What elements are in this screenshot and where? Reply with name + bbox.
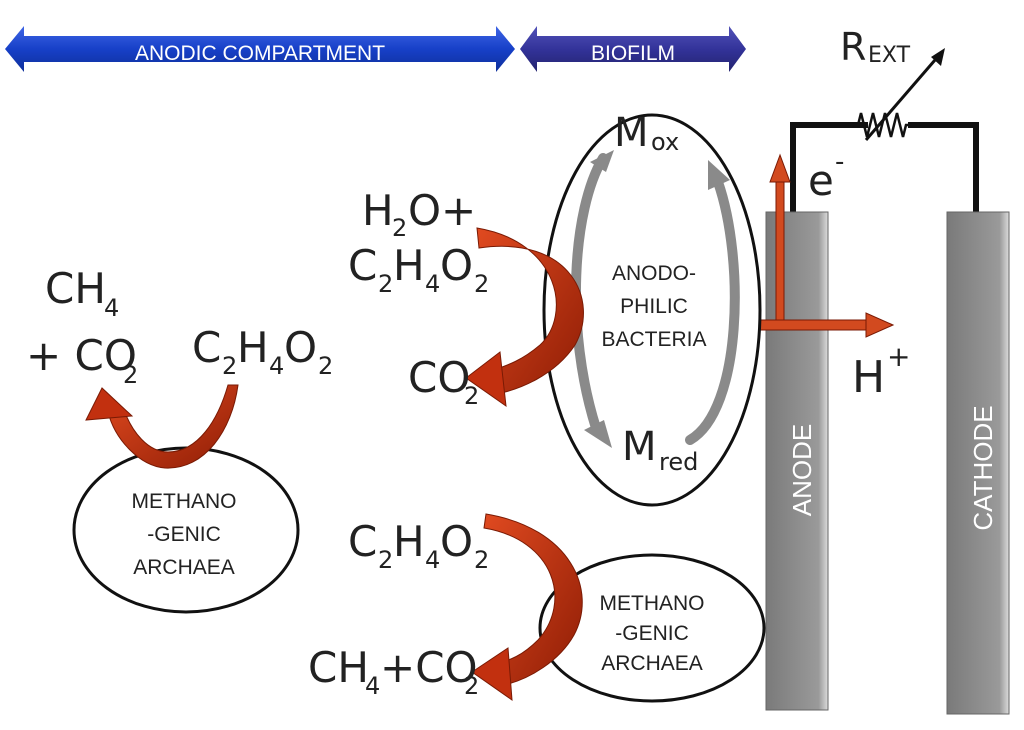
svg-text:C: C (192, 323, 221, 372)
methanogenic-archaea-label-left: METHANO -GENIC ARCHAEA (132, 490, 237, 579)
anode-electrode: ANODE (765, 211, 829, 711)
svg-text:ox: ox (651, 128, 679, 156)
mediator-reduction-arrowhead (584, 420, 612, 448)
svg-text:4: 4 (425, 546, 440, 574)
proton-label: H + (852, 340, 910, 403)
svg-text:2: 2 (123, 361, 138, 389)
svg-text:2: 2 (378, 270, 393, 298)
left-acetate-label: C 2 H 4 O 2 (192, 323, 333, 380)
methanogenic-archaea-label-right: METHANO -GENIC ARCHAEA (600, 592, 705, 675)
anodophilic-bacteria-label: ANODO- PHILIC BACTERIA (601, 262, 706, 351)
resistor-label: R EXT (840, 25, 911, 69)
anodic-compartment-banner: ANODIC COMPARTMENT (5, 26, 515, 72)
svg-text:M: M (614, 110, 649, 156)
svg-text:4: 4 (104, 294, 119, 322)
svg-text:ARCHAEA: ARCHAEA (133, 556, 235, 579)
svg-text:C: C (348, 517, 377, 566)
svg-text:H: H (393, 517, 425, 566)
water-plus-label: H 2 O+ (362, 186, 476, 242)
bottom-products-label: CH 4 +CO 2 (308, 643, 479, 700)
anode-label: ANODE (787, 424, 817, 516)
svg-text:+ CO: + CO (26, 331, 137, 380)
svg-text:METHANO: METHANO (132, 490, 237, 513)
svg-text:2: 2 (464, 382, 479, 410)
external-resistor (852, 48, 945, 141)
anodic-compartment-label: ANODIC COMPARTMENT (135, 42, 385, 65)
svg-text:2: 2 (474, 270, 489, 298)
methanogenic-archaea-cell-right (538, 553, 766, 703)
svg-text:BACTERIA: BACTERIA (601, 328, 706, 351)
left-co2-label: + CO 2 (26, 331, 138, 389)
svg-text:2: 2 (392, 214, 407, 242)
circuit-wire-anode (790, 122, 868, 212)
mid-co2-label: CO 2 (408, 353, 479, 410)
methanogenesis-red-arrowhead-left (85, 387, 134, 421)
mediator-oxidation-arrow (685, 177, 740, 445)
mediator-oxidized: M ox (614, 110, 679, 156)
svg-text:e: e (808, 156, 834, 205)
biofilm-banner: BIOFILM (520, 26, 746, 72)
svg-text:2: 2 (474, 546, 489, 574)
mediator-reduction-arrow (571, 153, 608, 433)
svg-text:2: 2 (318, 352, 333, 380)
electron-label: e - (808, 147, 844, 205)
left-methane-label: CH 4 (45, 264, 119, 322)
svg-text:CH: CH (308, 643, 369, 692)
svg-text:2: 2 (464, 672, 479, 700)
svg-text:H: H (237, 323, 269, 372)
svg-text:2: 2 (378, 546, 393, 574)
svg-text:-GENIC: -GENIC (147, 523, 221, 546)
svg-text:O: O (440, 241, 473, 290)
bottom-acetate-label: C 2 H 4 O 2 (348, 517, 489, 574)
oxidation-red-arrowhead (465, 351, 507, 408)
svg-text:2: 2 (222, 352, 237, 380)
methanogenesis-red-arrowhead-right (471, 647, 513, 702)
svg-text:CO: CO (408, 353, 470, 402)
svg-text:METHANO: METHANO (600, 592, 705, 615)
svg-text:4: 4 (269, 352, 284, 380)
svg-text:R: R (840, 25, 866, 69)
svg-text:O: O (284, 323, 317, 372)
svg-text:ARCHAEA: ARCHAEA (601, 652, 703, 675)
svg-text:H: H (852, 352, 885, 403)
svg-text:O+: O+ (408, 186, 476, 235)
mediator-source-arrowhead (590, 150, 614, 172)
anodophilic-bacteria-cell (542, 113, 762, 507)
svg-text:-GENIC: -GENIC (615, 622, 689, 645)
svg-text:4: 4 (425, 270, 440, 298)
svg-text:H: H (393, 241, 425, 290)
svg-text:+CO: +CO (380, 643, 478, 692)
svg-text:4: 4 (365, 672, 380, 700)
biofilm-label: BIOFILM (591, 42, 675, 65)
circuit-wire-cathode (908, 122, 979, 212)
svg-text:EXT: EXT (868, 43, 911, 68)
electron-arrow (769, 153, 791, 329)
mid-acetate-label: C 2 H 4 O 2 (348, 241, 489, 298)
svg-text:-: - (835, 147, 844, 177)
cathode-electrode: CATHODE (946, 211, 1010, 715)
svg-text:PHILIC: PHILIC (620, 295, 688, 318)
svg-text:red: red (659, 448, 698, 476)
svg-text:CH: CH (45, 264, 106, 313)
svg-text:C: C (348, 241, 377, 290)
mediator-reduced: M red (622, 424, 698, 476)
cathode-label: CATHODE (968, 405, 998, 530)
mediator-oxidation-arrowhead (708, 160, 730, 190)
svg-text:+: + (887, 340, 910, 373)
svg-text:M: M (622, 424, 657, 470)
svg-text:ANODO-: ANODO- (612, 262, 696, 285)
svg-text:H: H (362, 186, 394, 235)
svg-text:O: O (440, 517, 473, 566)
